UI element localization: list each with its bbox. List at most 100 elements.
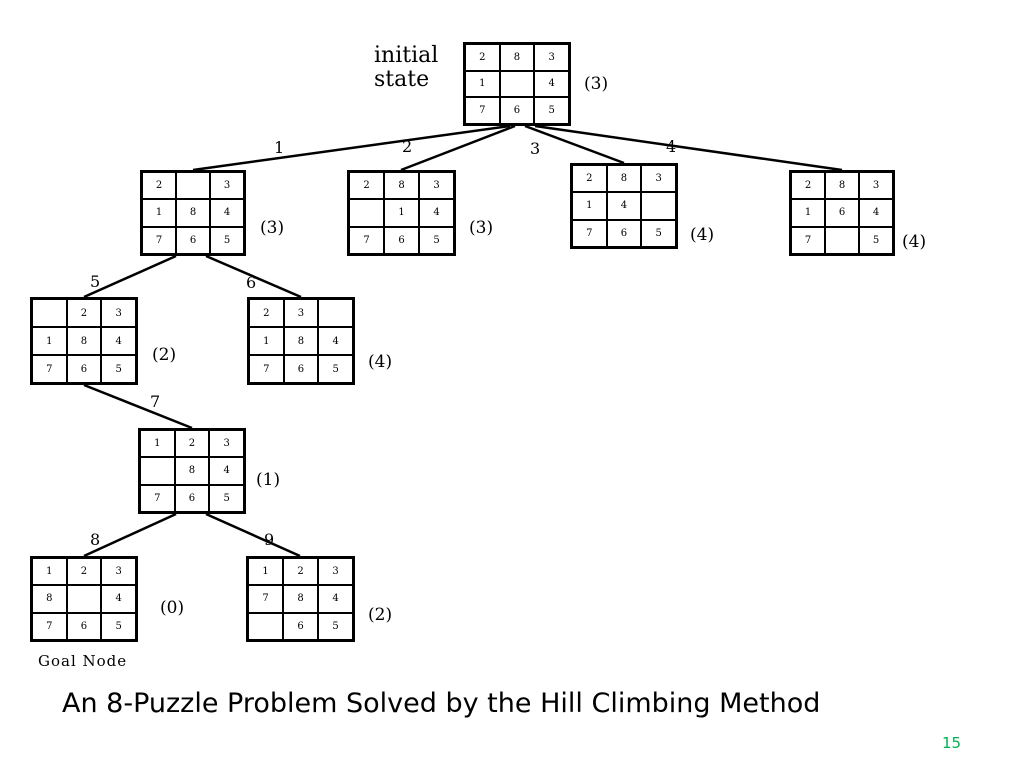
tile-2: 2 [142,172,176,200]
blank-tile [499,70,535,98]
tile-1: 1 [249,327,284,355]
tile-5: 5 [209,484,244,512]
edge-label-6: 6 [246,273,257,292]
edge-label-7: 7 [150,392,161,411]
edge-label-8: 8 [90,530,101,549]
edge-n1-n5 [83,254,177,299]
tile-7: 7 [140,484,175,512]
edge-n1-n6 [205,254,302,299]
tile-2: 2 [249,299,284,327]
tile-4: 4 [534,70,569,98]
blank-tile [66,585,102,613]
tile-5: 5 [419,226,454,254]
edge-n5-n7 [83,383,193,430]
tile-8: 8 [283,327,319,355]
tile-7: 7 [249,355,284,383]
heuristic-score-n8: (0) [160,598,185,618]
tile-5: 5 [210,226,244,254]
tile-2: 2 [66,558,102,586]
tile-8: 8 [32,585,67,613]
tile-8: 8 [283,585,318,613]
initial-state-label: initial state [374,43,439,92]
tile-1: 1 [32,327,67,355]
tile-7: 7 [572,219,607,247]
tile-2: 2 [349,172,384,200]
tile-6: 6 [66,612,102,640]
edge-label-2: 2 [402,137,413,156]
tile-3: 3 [318,558,353,586]
tile-4: 4 [419,199,454,227]
tile-6: 6 [283,612,318,640]
tile-5: 5 [318,355,353,383]
tile-3: 3 [641,165,676,193]
heuristic-score-n9: (2) [368,605,393,625]
heuristic-score-n6: (4) [368,352,393,372]
tile-1: 1 [384,199,419,227]
tile-6: 6 [176,226,210,254]
tile-2: 2 [174,430,210,458]
tile-2: 2 [791,172,825,200]
tile-1: 1 [140,430,175,458]
heuristic-score-n7: (1) [256,470,281,490]
tile-7: 7 [32,355,67,383]
tile-1: 1 [32,558,67,586]
tile-6: 6 [825,199,859,227]
tile-2: 2 [465,44,500,71]
edge-initial-n4 [534,124,843,172]
heuristic-score-n1: (3) [260,218,285,238]
tile-3: 3 [283,299,319,327]
heuristic-score-initial: (3) [584,74,609,94]
tile-4: 4 [101,327,136,355]
slide-caption: An 8-Puzzle Problem Solved by the Hill C… [62,688,821,719]
tile-1: 1 [142,199,176,227]
tile-4: 4 [318,585,353,613]
tile-2: 2 [66,299,102,327]
tile-6: 6 [66,355,102,383]
tile-3: 3 [859,172,893,200]
tile-7: 7 [791,226,825,254]
heuristic-score-n3: (4) [690,225,715,245]
tile-1: 1 [791,199,825,227]
tile-3: 3 [419,172,454,200]
tile-3: 3 [101,558,136,586]
blank-tile [176,172,210,200]
tile-4: 4 [318,327,353,355]
edge-label-9: 9 [264,530,275,549]
tile-3: 3 [534,44,569,71]
tile-8: 8 [66,327,102,355]
tile-4: 4 [859,199,893,227]
blank-tile [641,192,676,220]
edge-label-4: 4 [666,137,677,156]
tile-5: 5 [534,97,569,124]
tile-6: 6 [606,219,642,247]
tile-8: 8 [176,199,210,227]
edge-label-5: 5 [90,272,101,291]
tile-3: 3 [101,299,136,327]
tile-4: 4 [606,192,642,220]
tile-6: 6 [174,484,210,512]
tile-3: 3 [210,172,244,200]
tile-3: 3 [209,430,244,458]
tile-1: 1 [248,558,283,586]
tile-6: 6 [283,355,319,383]
heuristic-score-n4: (4) [902,232,927,252]
edge-n7-n9 [205,512,301,558]
tile-5: 5 [641,219,676,247]
heuristic-score-n2: (3) [469,218,494,238]
edge-n7-n8 [83,512,177,558]
tile-8: 8 [499,44,535,71]
tile-1: 1 [465,70,500,98]
tile-4: 4 [209,457,244,485]
tile-7: 7 [349,226,384,254]
tile-4: 4 [101,585,136,613]
tile-1: 1 [572,192,607,220]
tile-4: 4 [210,199,244,227]
tile-8: 8 [825,172,859,200]
